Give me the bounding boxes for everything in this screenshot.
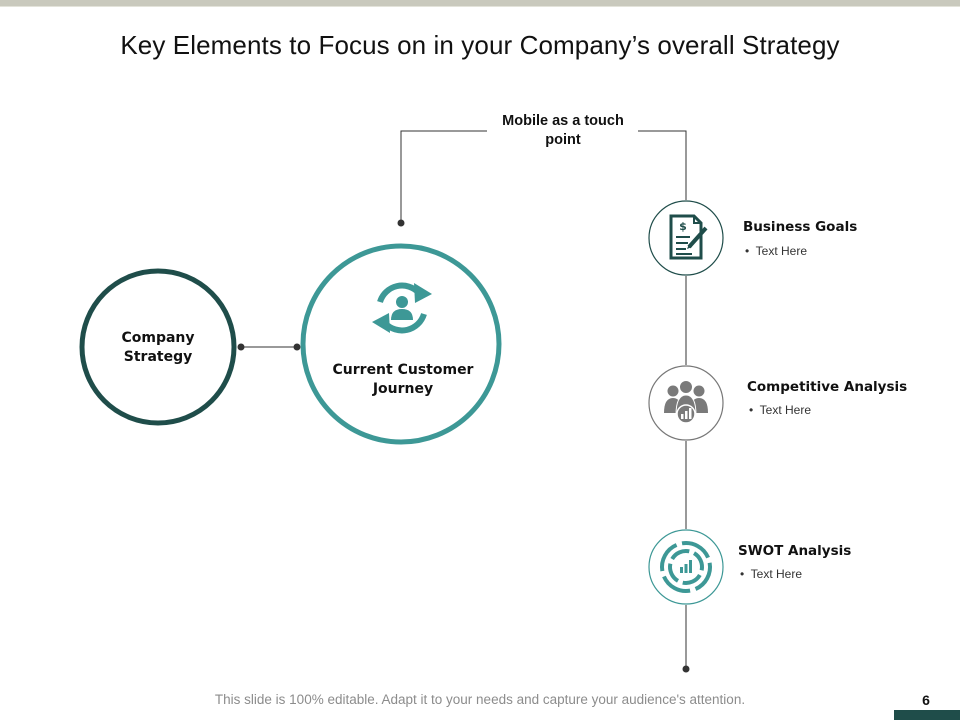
competitive-analysis-title: Competitive Analysis — [747, 379, 908, 395]
customer-journey-circle — [300, 243, 502, 445]
top-rule — [0, 0, 960, 6]
swot-analysis-bullet: • Text Here — [740, 567, 803, 581]
business-goals-title: Business Goals — [743, 219, 858, 235]
page-number: 6 — [922, 692, 930, 708]
touch-point-label: Mobile as a touch point — [502, 113, 624, 148]
swot-analysis-title: SWOT Analysis — [738, 543, 852, 559]
target-chart-icon — [660, 541, 712, 593]
dot-spine-end — [682, 665, 690, 673]
dot-journey-top — [397, 219, 405, 227]
connector-lines — [241, 130, 687, 669]
customer-journey-label: Current Customer Journey — [332, 362, 474, 397]
touchpoint-to-spine-line — [638, 130, 687, 200]
company-strategy-label: Company Strategy — [121, 330, 195, 365]
journey-to-touchpoint-line — [400, 130, 487, 223]
svg-text:$: $ — [679, 220, 687, 233]
team-chart-icon — [664, 380, 708, 424]
dot-strategy — [237, 343, 245, 351]
competitive-analysis-bullet: • Text Here — [749, 403, 812, 417]
document-dollar-icon: $ — [669, 214, 708, 260]
business-goals-bullet-text: Text Here — [755, 244, 808, 258]
company-strategy-circle — [79, 268, 237, 426]
competitive-analysis-bullet-text: Text Here — [759, 403, 812, 417]
refresh-person-icon — [372, 282, 432, 334]
slide-footer: This slide is 100% editable. Adapt it to… — [214, 692, 746, 707]
top-rule-inner — [0, 6, 960, 7]
dot-journey — [293, 343, 301, 351]
business-goals-bullet: • Text Here — [745, 244, 808, 258]
slide-title: Key Elements to Focus on in your Company… — [120, 30, 840, 60]
connector-dots — [237, 219, 690, 673]
page-number-bar — [894, 710, 960, 720]
swot-analysis-bullet-text: Text Here — [750, 567, 803, 581]
